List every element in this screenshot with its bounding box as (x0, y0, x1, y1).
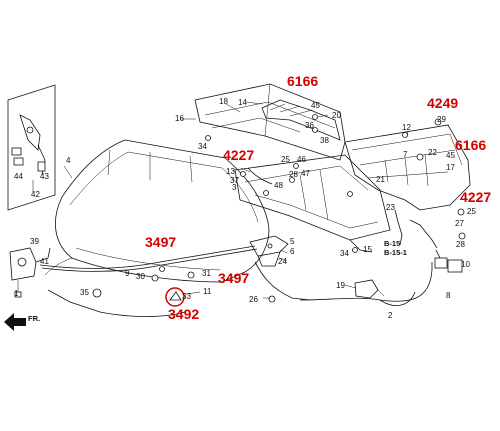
release-handle (354, 279, 385, 299)
hood-seal-strip (39, 245, 258, 272)
leader-lines (63, 101, 409, 299)
part-label-34-mid: 34 (340, 249, 349, 258)
part-label-15: 15 (363, 245, 372, 254)
part-label-16: 16 (175, 114, 184, 123)
part-label-39: 39 (30, 237, 39, 246)
fasteners (92, 114, 358, 303)
part-label-38: 38 (320, 136, 329, 145)
callout-3497-mid: 3497 (218, 270, 249, 286)
part-label-28-left: 28 (289, 170, 298, 179)
part-label-27-right: 27 (455, 219, 464, 228)
front-direction-arrow: FR. (4, 313, 40, 331)
part-label-31: 31 (202, 269, 211, 278)
hinge-assembly-box (7, 84, 56, 211)
callout-4227-right: 4227 (460, 189, 491, 205)
washer-hoses (247, 167, 441, 259)
part-label-23: 23 (386, 203, 395, 212)
part-label-36: 36 (305, 121, 314, 130)
part-label-25-left: 25 (281, 155, 290, 164)
part-label-13: 13 (226, 167, 235, 176)
direction-label: FR. (28, 314, 40, 323)
part-label-10: 10 (461, 260, 470, 269)
part-label-45-right: 45 (446, 151, 455, 160)
cowl-top-inner (344, 124, 471, 211)
part-label-17: 17 (446, 163, 455, 172)
callout-4249: 4249 (427, 95, 458, 111)
callout-6166-right: 6166 (455, 137, 486, 153)
part-label-2: 2 (388, 311, 393, 320)
callout-3492: 3492 (168, 306, 199, 322)
part-label-14: 14 (238, 98, 247, 107)
part-label-9: 9 (125, 269, 130, 278)
part-label-22: 22 (428, 148, 437, 157)
part-label-47: 47 (301, 169, 310, 178)
part-label-7: 7 (403, 150, 408, 159)
cowl-top-upper (194, 83, 346, 161)
part-label-30: 30 (136, 272, 145, 281)
right-side-parts (402, 118, 466, 273)
part-label-21: 21 (376, 175, 385, 184)
part-number-labels: 4 44 43 42 16 18 14 34 45 36 20 38 29 12… (14, 97, 476, 320)
part-label-18: 18 (219, 97, 228, 106)
part-label-37: 37 (230, 176, 239, 185)
part-label-44: 44 (14, 172, 23, 181)
part-label-34-top: 34 (198, 142, 207, 151)
callout-4227-left: 4227 (223, 147, 254, 163)
part-label-11: 11 (203, 287, 212, 296)
part-label-4: 4 (66, 156, 71, 165)
part-label-41: 41 (40, 257, 49, 266)
part-label-12: 12 (402, 123, 411, 132)
cowl-seals (261, 99, 341, 141)
hood-release-cable (47, 261, 433, 317)
cowl-lower-panel (234, 154, 391, 253)
part-label-48: 48 (274, 181, 283, 190)
cable-clip-highlight (165, 287, 185, 307)
part-label-1: 1 (14, 289, 19, 298)
callout-3497-left: 3497 (145, 234, 176, 250)
part-label-3: 3 (232, 183, 237, 192)
part-label-33: 33 (182, 292, 191, 301)
part-label-43: 43 (40, 172, 49, 181)
part-label-26: 26 (249, 295, 258, 304)
part-label-24: 24 (278, 257, 287, 266)
part-label-42: 42 (31, 190, 40, 199)
part-label-6: 6 (290, 247, 295, 256)
hood-bracket (249, 235, 289, 267)
part-label-20: 20 (332, 111, 341, 120)
part-label-28-right: 28 (456, 240, 465, 249)
part-label-25-right: 25 (467, 207, 476, 216)
part-label-35: 35 (80, 288, 89, 297)
part-label-45-top: 45 (311, 101, 320, 110)
callout-6166-top: 6166 (287, 73, 318, 89)
ref-b15-1: B-15-1 (384, 248, 407, 257)
red-callouts: 6166 4249 6166 4227 4227 3497 3497 3492 (145, 73, 491, 322)
hood-latch (9, 247, 51, 298)
part-label-29: 29 (437, 115, 446, 124)
part-label-8: 8 (446, 291, 451, 300)
part-label-19: 19 (336, 281, 345, 290)
ref-b15: B-15 (384, 239, 400, 248)
part-label-46: 46 (297, 155, 306, 164)
part-label-5: 5 (290, 237, 295, 246)
